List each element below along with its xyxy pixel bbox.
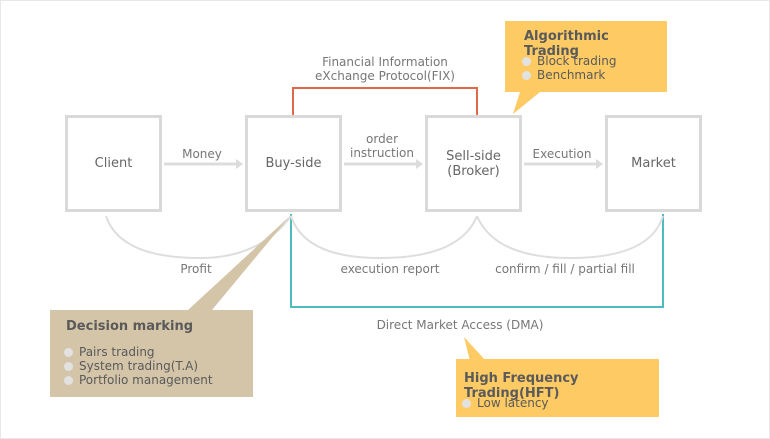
bullet-icon <box>462 398 471 408</box>
decision-marking-callout: Decision marking Pairs trading System tr… <box>50 310 253 397</box>
decision-pointer <box>188 216 290 310</box>
bullet-icon <box>522 56 531 66</box>
execution-label: Execution <box>532 147 592 161</box>
bullet-icon <box>64 375 73 385</box>
list-item: Pairs trading <box>64 345 213 359</box>
node-sell-side-sublabel: (Broker) <box>447 163 500 179</box>
list-item-label: Pairs trading <box>79 345 155 359</box>
list-item-label: Low latency <box>477 396 549 410</box>
node-client-label: Client <box>94 156 133 171</box>
decision-marking-list: Pairs trading System trading(T.A) Portfo… <box>64 345 213 387</box>
algo-pointer <box>513 92 540 114</box>
execution-report-label: execution report <box>340 262 440 276</box>
fix-label-line1: Financial Information <box>322 55 448 69</box>
execution-arrowhead <box>596 159 603 169</box>
list-item-label: Portfolio management <box>79 373 213 387</box>
money-label: Money <box>182 147 222 161</box>
bullet-icon <box>64 347 73 357</box>
fix-connector <box>292 87 478 115</box>
hft-pointer <box>464 337 486 361</box>
node-sell-side-label: Sell-side <box>446 148 501 164</box>
algorithmic-trading-title: Algorithmic Trading <box>524 29 609 59</box>
confirm-fill-arc <box>476 215 664 260</box>
execution-report-arc <box>290 215 478 260</box>
order-label-line2: instruction <box>349 146 415 160</box>
confirm-fill-label: confirm / fill / partial fill <box>495 262 635 276</box>
node-market-label: Market <box>631 156 676 171</box>
dma-label: Direct Market Access (DMA) <box>376 318 544 332</box>
dma-connector <box>290 214 664 308</box>
profit-arc <box>105 215 292 260</box>
algorithmic-trading-callout: Algorithmic Trading Block trading Benchm… <box>505 21 667 92</box>
hft-callout: High Frequency Trading(HFT) Low latency <box>456 359 659 417</box>
list-item-label: Block trading <box>537 54 617 68</box>
list-item-label: Benchmark <box>537 68 606 82</box>
fix-label-line2: eXchange Protocol(FIX) <box>315 69 455 83</box>
node-client: Client <box>65 115 162 212</box>
node-market: Market <box>605 115 702 212</box>
node-buy-side-label: Buy-side <box>265 156 322 171</box>
profit-label: Profit <box>180 262 212 276</box>
decision-marking-title: Decision marking <box>66 319 194 334</box>
bullet-icon <box>64 361 73 371</box>
list-item: Low latency <box>462 396 549 410</box>
list-item: Benchmark <box>522 68 616 82</box>
order-arrowhead <box>416 159 423 169</box>
node-sell-side: Sell-side (Broker) <box>425 115 522 212</box>
list-item-label: System trading(T.A) <box>79 359 199 373</box>
hft-title: High Frequency Trading(HFT) <box>464 371 579 401</box>
bullet-icon <box>522 70 531 80</box>
list-item: System trading(T.A) <box>64 359 213 373</box>
node-buy-side: Buy-side <box>245 115 342 212</box>
list-item: Portfolio management <box>64 373 213 387</box>
money-arrowhead <box>236 159 243 169</box>
order-label-line1: order <box>366 132 398 146</box>
hft-list: Low latency <box>462 396 549 410</box>
algorithmic-trading-list: Block trading Benchmark <box>522 54 616 82</box>
list-item: Block trading <box>522 54 616 68</box>
